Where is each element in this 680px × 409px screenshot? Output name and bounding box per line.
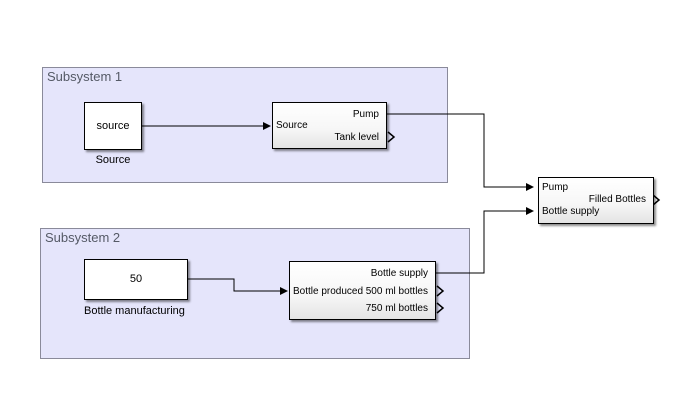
tank-port-source[interactable]: Source: [276, 120, 308, 131]
source-block[interactable]: source: [84, 102, 142, 150]
filling-port-filled-bottles[interactable]: Filled Bottles: [588, 194, 646, 205]
bottling-block[interactable]: Bottle produced Bottle supply 500 ml bot…: [289, 261, 436, 320]
filling-port-pump[interactable]: Pump: [542, 182, 569, 193]
bottling-port-500ml[interactable]: 500 ml bottles: [365, 286, 428, 297]
tank-block[interactable]: Source Pump Tank level: [272, 102, 387, 149]
bottle-manufacturing-label: Bottle manufacturing: [84, 305, 185, 317]
bottling-port-bottle-supply[interactable]: Bottle supply: [370, 268, 428, 279]
subsystem-2-title: Subsystem 2: [45, 230, 121, 245]
source-block-label: Source: [95, 154, 131, 166]
bottling-port-bottle-produced[interactable]: Bottle produced: [293, 286, 364, 297]
tank-port-tank-level[interactable]: Tank level: [334, 132, 379, 143]
bottle-manufacturing-value: 50: [129, 273, 143, 285]
bottling-port-750ml[interactable]: 750 ml bottles: [365, 303, 428, 314]
filling-port-bottle-supply[interactable]: Bottle supply: [542, 206, 600, 217]
bottle-manufacturing-block[interactable]: 50: [84, 259, 188, 300]
tank-port-pump[interactable]: Pump: [352, 109, 379, 120]
source-block-value: source: [96, 120, 130, 132]
subsystem-1-title: Subsystem 1: [47, 69, 123, 84]
filling-block[interactable]: Pump Bottle supply Filled Bottles: [538, 177, 654, 224]
